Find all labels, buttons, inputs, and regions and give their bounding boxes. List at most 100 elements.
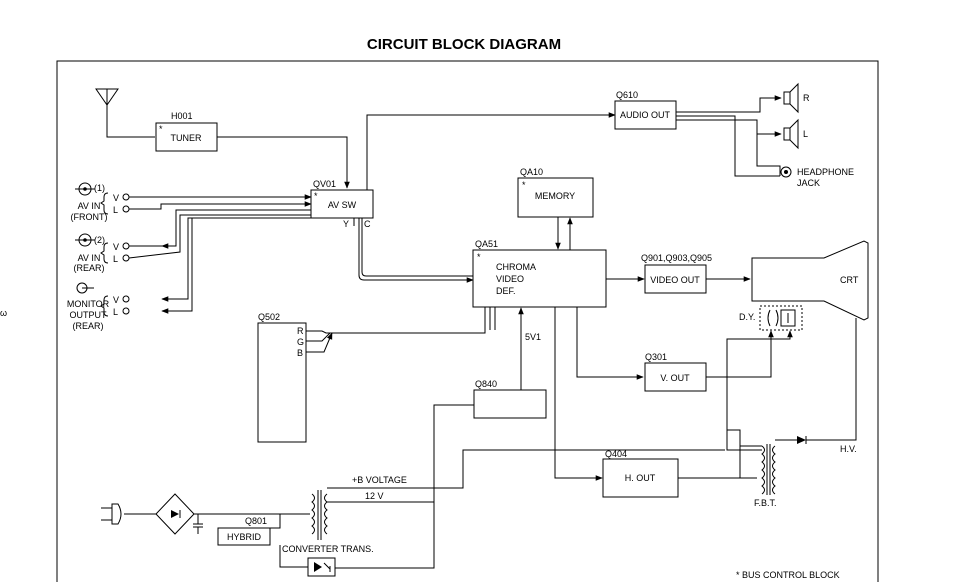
rca-jack-icon	[76, 282, 94, 294]
monitor-label-2: OUTPUT	[70, 310, 108, 320]
avsw-y-to-chroma	[353, 218, 473, 280]
monitor-label-3: (REAR)	[73, 321, 104, 331]
v-out-to-dy	[706, 330, 774, 378]
speaker-r-icon	[783, 82, 799, 114]
speaker-l-icon	[783, 118, 799, 150]
b-voltage-label: +B VOLTAGE	[352, 475, 407, 485]
av-in-front-sub: (FRONT)	[71, 212, 108, 222]
av-in-rear-num: (2)	[94, 235, 105, 245]
av-in-rear-label: AV IN	[78, 253, 101, 263]
edge-mark: ω	[0, 308, 7, 318]
audio-out-label: AUDIO OUT	[620, 110, 671, 120]
av-sw-star: *	[314, 191, 318, 201]
converter-label: CONVERTER TRANS.	[282, 544, 374, 554]
h-out-label: H. OUT	[625, 473, 656, 483]
memory-label: MEMORY	[535, 191, 575, 201]
fbt-wiring	[726, 330, 797, 478]
v-pin-label: V	[113, 193, 119, 203]
video-out-label: VIDEO OUT	[650, 275, 700, 285]
hybrid-label: HYBRID	[227, 532, 262, 542]
l-pin-label: L	[113, 307, 118, 317]
antenna-icon	[95, 88, 155, 138]
headphone-jack-icon	[780, 166, 792, 178]
v12-label: 12 V	[365, 491, 384, 501]
hybrid-ref: Q801	[245, 516, 267, 526]
h-out-ref: Q404	[605, 449, 627, 459]
q840-ref: Q840	[475, 379, 497, 389]
audio-out-block: Q610 AUDIO OUT	[614, 90, 677, 130]
chroma-ref: QA51	[475, 239, 498, 249]
chroma-label-2: VIDEO	[496, 274, 524, 284]
coupler-to-hybrid	[279, 545, 308, 568]
deflection-yoke-icon	[759, 305, 803, 331]
fbt-label: F.B.T.	[754, 498, 777, 508]
ac-plug-icon	[101, 503, 150, 525]
hybrid-block: Q801 HYBRID	[217, 516, 271, 546]
audio-out-ref: Q610	[616, 90, 638, 100]
chroma-to-v-out	[576, 307, 644, 380]
audio-out-wiring	[676, 95, 782, 177]
headphone-label-2: JACK	[797, 178, 820, 188]
q840-supply-line	[334, 404, 474, 569]
avsw-to-audio-line	[366, 112, 616, 190]
hv-label: H.V.	[840, 444, 857, 454]
tuner-label: TUNER	[171, 133, 202, 143]
bridge-rectifier-icon	[150, 493, 218, 535]
v1-label: 5V1	[525, 332, 541, 342]
av-sw-block: QV01 * AV SW Y C	[310, 179, 374, 229]
chroma-label-3: DEF.	[496, 286, 516, 296]
hybrid-to-converter	[270, 514, 281, 529]
chroma-star: *	[477, 252, 481, 262]
av2-v-terminal	[122, 242, 130, 250]
chroma-label-1: CHROMA	[496, 262, 536, 272]
memory-ref: QA10	[520, 167, 543, 177]
av-sw-label: AV SW	[328, 200, 357, 210]
photo-coupler-icon	[307, 557, 336, 577]
fbt-transformer-icon	[761, 444, 776, 495]
av-in-front-label: AV IN	[78, 201, 101, 211]
video-out-ref: Q901,Q903,Q905	[641, 253, 712, 263]
crt-label: CRT	[840, 275, 859, 285]
q502-ref: Q502	[258, 312, 280, 322]
hv-diode-icon	[797, 436, 807, 444]
tuner-star: *	[159, 124, 163, 134]
memory-block: QA10 * MEMORY	[517, 167, 594, 218]
memory-star: *	[522, 180, 526, 190]
speaker-r-label: R	[803, 93, 810, 103]
v-pin-label: V	[113, 295, 119, 305]
v-out-ref: Q301	[645, 352, 667, 362]
chroma-to-h-out	[554, 307, 603, 481]
tuner-to-avsw-line	[217, 136, 350, 189]
v-out-label: V. OUT	[660, 373, 690, 383]
rca-jack-icon	[75, 233, 95, 247]
q840-block: Q840	[473, 379, 547, 419]
dy-label: D.Y.	[739, 312, 755, 322]
avsw-c-to-chroma	[361, 218, 473, 277]
rca-jack-icon	[75, 182, 95, 196]
tuner-block: H001 * TUNER	[155, 111, 218, 152]
av1-v-terminal	[122, 193, 130, 201]
q502-block: Q502 R G B	[257, 312, 307, 443]
av-in-front-num: (1)	[94, 183, 105, 193]
power-rail-wiring	[327, 449, 725, 503]
footnote: * BUS CONTROL BLOCK	[736, 570, 840, 580]
mon-l-terminal	[122, 307, 130, 315]
av-in-front: (1) AV IN (FRONT) V L	[71, 182, 130, 222]
monitor-output: MONITOR OUTPUT (REAR) V L	[67, 282, 130, 331]
chroma-block: QA51 * CHROMA VIDEO DEF.	[472, 239, 607, 308]
l-pin-label: L	[113, 254, 118, 264]
rgb-wiring	[306, 307, 496, 353]
speaker-l-label: L	[803, 129, 808, 139]
v-out-block: Q301 V. OUT	[644, 352, 707, 392]
video-out-block: Q901,Q903,Q905 VIDEO OUT	[641, 253, 712, 294]
av-in-rear-sub: (REAR)	[74, 263, 105, 273]
diagram-title: CIRCUIT BLOCK DIAGRAM	[367, 36, 561, 53]
av-in-rear: (2) AV IN (REAR) V L	[74, 233, 130, 273]
capacitor-icon	[193, 514, 203, 534]
c-output-label: C	[364, 219, 371, 229]
av-input-wiring	[128, 194, 312, 314]
q502-pin-b: B	[297, 348, 303, 358]
l-pin-label: L	[113, 205, 118, 215]
mon-v-terminal	[122, 295, 130, 303]
